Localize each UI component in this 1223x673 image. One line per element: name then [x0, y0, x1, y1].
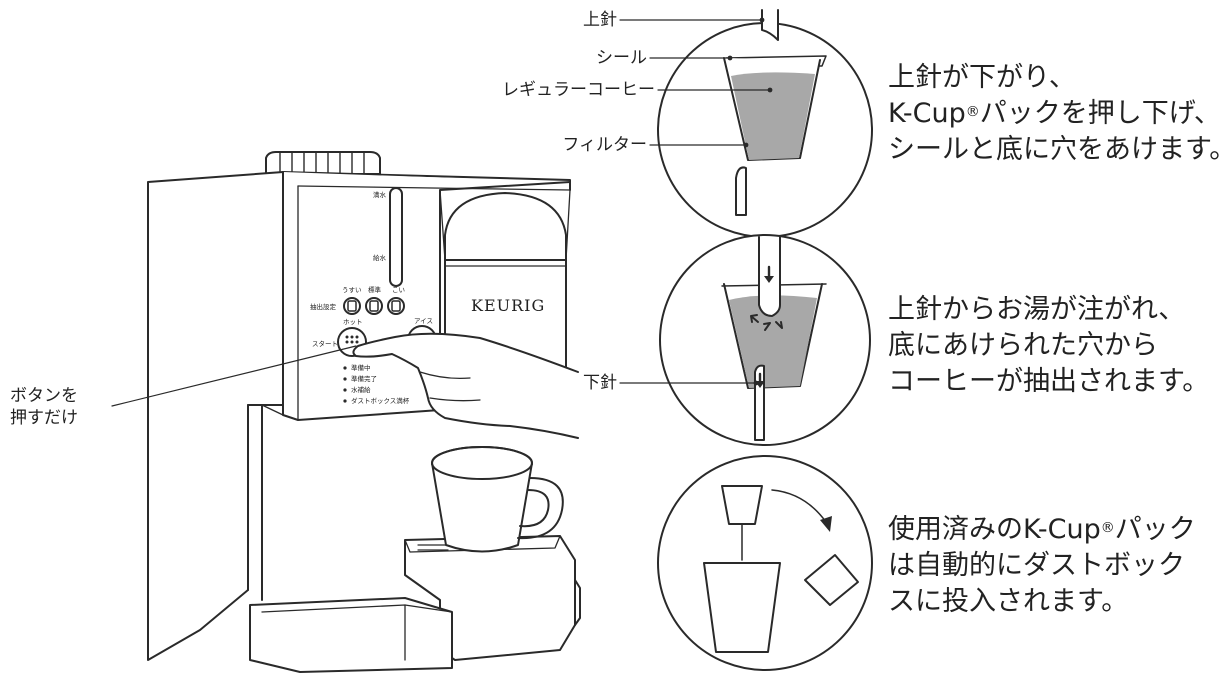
press-button-label-1: ボタンを	[10, 386, 78, 406]
step2-circle	[619, 234, 871, 446]
regular-coffee-label: レギュラーコーヒー	[502, 80, 655, 100]
panel-water-refill: 給水	[373, 253, 387, 262]
step2-line1: 上針からお湯が注がれ、	[888, 294, 1186, 325]
step2-line2: 底にあけられた穴から	[888, 330, 1158, 361]
step1-line1: 上針が下がり、	[888, 62, 1076, 93]
panel-status-1: 準備中	[351, 363, 371, 372]
panel-strong: こい	[392, 286, 405, 294]
lower-needle-label: 下針	[583, 373, 617, 393]
filter-label: フィルター	[562, 135, 647, 155]
panel-weak: うすい	[342, 286, 362, 294]
step3-line2: は自動的にダストボック	[888, 550, 1185, 581]
panel-status-3: 水補給	[351, 385, 371, 394]
panel-status-2: 準備完了	[351, 374, 377, 383]
coffee-mug	[431, 446, 564, 553]
strength-buttons	[343, 297, 405, 315]
panel-status-4: ダストボックス満杯	[351, 396, 410, 405]
step3-line1: 使用済みのK-Cup®パック	[888, 514, 1196, 545]
water-window	[389, 187, 403, 287]
panel-strength-label: 抽出設定	[310, 302, 337, 311]
step1-line3: シールと底に穴をあけます。	[888, 134, 1223, 165]
panel-labels: 満水 給水 うすい 標準 こい 抽出設定 ホット アイス スタート 準備中 準備…	[310, 190, 433, 405]
step1-line2: K-Cup®パックを押し下げ、	[888, 98, 1221, 129]
panel-ice: アイス	[414, 317, 433, 325]
panel-hot: ホット	[343, 318, 363, 326]
step3-line3: スに投入されます。	[888, 586, 1129, 617]
step3-circle	[657, 455, 873, 671]
coffee-machine	[111, 151, 581, 673]
step1-desc: 上針が下がり、 K-Cup®パックを押し下げ、 シールと底に穴をあけます。	[888, 60, 1223, 168]
coffee-grounds-fill	[731, 72, 815, 160]
panel-std: 標準	[368, 285, 382, 294]
panel-start: スタート	[312, 339, 338, 348]
tank-cap	[265, 151, 381, 175]
seal-label: シール	[596, 48, 647, 68]
step2-desc: 上針からお湯が注がれ、 底にあけられた穴から コーヒーが抽出されます。	[888, 292, 1209, 400]
brand-logo: KEURIG	[471, 296, 545, 315]
base-drawer	[249, 597, 453, 673]
press-button-label-2: 押すだけ	[10, 408, 78, 428]
upper-needle-label: 上針	[583, 10, 617, 30]
pressing-hand	[352, 332, 579, 439]
step2-line3: コーヒーが抽出されます。	[888, 366, 1210, 397]
panel-water-full: 満水	[373, 190, 387, 199]
step3-desc: 使用済みのK-Cup®パック は自動的にダストボック スに投入されます。	[888, 512, 1196, 620]
step1-circle	[619, 9, 873, 238]
brewer-lid	[444, 192, 567, 261]
